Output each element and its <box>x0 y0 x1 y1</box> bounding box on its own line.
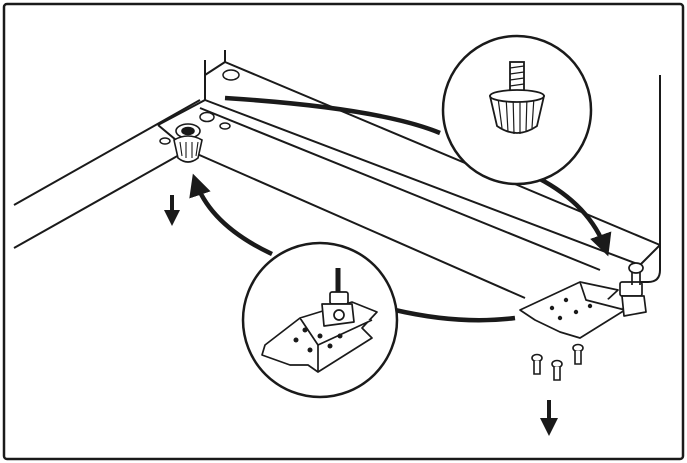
curved-arrow-to-foot-detail <box>224 95 441 136</box>
hinge-bracket-icon <box>261 268 378 373</box>
rail-holes <box>159 69 240 145</box>
mounted-foot <box>173 123 203 163</box>
down-arrow-icon-left <box>164 195 180 226</box>
curved-arrow-to-foot <box>189 173 273 257</box>
adjustable-foot-detail <box>441 34 593 186</box>
connector-bracket-detail <box>394 307 516 323</box>
screw-icon <box>531 353 543 375</box>
down-arrow-icon-right <box>540 400 558 436</box>
adjustable-foot-icon <box>488 61 546 135</box>
mounted-hinge-bracket <box>519 262 647 339</box>
cabinet-base <box>13 50 661 299</box>
screw-icon <box>572 343 584 365</box>
screw-icon-group <box>531 343 584 381</box>
hinge-bracket-detail <box>241 241 399 399</box>
screw-icon <box>551 359 563 381</box>
curved-arrow-to-bracket <box>536 176 612 257</box>
